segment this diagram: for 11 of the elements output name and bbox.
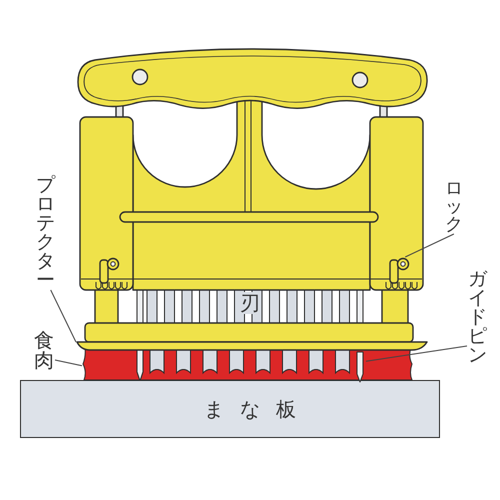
part-label: ロック — [444, 180, 464, 234]
protector-plate — [76, 321, 428, 352]
part-label: 食肉 — [33, 330, 55, 370]
part-label: ガイドピン — [467, 270, 488, 365]
cutting-board — [20, 380, 440, 438]
leader-line — [404, 234, 454, 258]
part-label: プロテクター — [35, 176, 56, 290]
board-label: まな板 — [204, 399, 312, 419]
leader-line — [50, 290, 76, 343]
blade-label: 刃 — [239, 292, 261, 314]
leader-line — [54, 360, 82, 366]
